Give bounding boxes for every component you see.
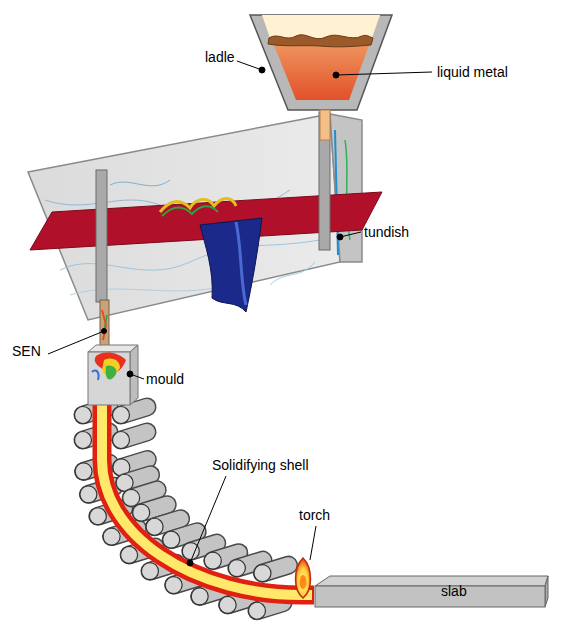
leader-dot [337, 234, 343, 240]
roller-end [228, 560, 245, 577]
part-label: ladle [205, 49, 235, 65]
part-label: torch [299, 507, 330, 523]
surface-wave [162, 206, 218, 216]
roller-end [113, 407, 130, 424]
part-label: mould [146, 371, 184, 387]
roller-end [133, 504, 150, 521]
roller-end [163, 531, 180, 548]
part-label: Solidifying shell [212, 457, 309, 473]
stopper-rod [96, 170, 107, 302]
mould-flow [106, 365, 117, 379]
tundish-end-face [330, 114, 362, 262]
ladle-headspace [262, 15, 380, 38]
sen-tube [100, 300, 109, 352]
sen-flow [102, 310, 106, 340]
guide-roller [254, 565, 289, 582]
sen [100, 300, 109, 352]
flow-contour [110, 180, 170, 186]
flow-contour [70, 285, 230, 295]
torch [296, 558, 311, 598]
roller-end [103, 528, 120, 545]
flow-plume-highlight [236, 222, 246, 305]
roller-end [123, 489, 140, 506]
mould-front [88, 352, 130, 405]
ladle [250, 15, 392, 140]
roller-end [254, 565, 271, 582]
roller-end [191, 588, 208, 605]
ladle-wall [250, 15, 392, 110]
flow-contour [270, 262, 315, 285]
leader-dot [333, 72, 339, 78]
part-label: slab [441, 583, 467, 599]
guide-roller [248, 602, 283, 619]
leader-dot [127, 371, 133, 377]
part-label: SEN [12, 343, 41, 359]
guide-roller [113, 407, 148, 424]
tundish-body [28, 112, 382, 320]
guide-roller [113, 432, 148, 449]
roller-end [113, 432, 130, 449]
roller-end [219, 596, 236, 613]
leader-line [237, 61, 262, 70]
leader-line [336, 72, 432, 75]
slag-layer [268, 35, 373, 47]
flow-plume [200, 218, 262, 312]
roller-end [141, 563, 158, 580]
leader-line [310, 526, 316, 560]
mould-flow [92, 370, 99, 380]
part-label: tundish [364, 224, 409, 240]
roller-end [75, 407, 92, 424]
mould [88, 345, 138, 405]
roller-end [80, 486, 97, 503]
leader-line [190, 476, 226, 563]
roller-end [89, 508, 106, 525]
leader-dot [187, 560, 193, 566]
roller-end [75, 463, 92, 480]
roller-end [248, 602, 265, 619]
roller-end [165, 577, 182, 594]
slab-front [315, 586, 545, 607]
ladle-nozzle [320, 110, 330, 140]
torch-core [300, 575, 307, 589]
slab-top [315, 576, 548, 586]
roller-end [121, 546, 138, 563]
strand [102, 400, 314, 595]
liquid-metal-pool [262, 15, 380, 100]
torch-flame [296, 558, 311, 598]
roller-end [75, 432, 92, 449]
solidifying-shell [102, 400, 314, 595]
part-label: liquid metal [437, 64, 508, 80]
leader-lines [48, 61, 432, 566]
roller-end [204, 552, 221, 569]
slab [315, 576, 548, 607]
liquid-core [102, 400, 312, 595]
leader-dot [102, 329, 107, 334]
leader-line [48, 331, 104, 354]
roller-end [182, 543, 199, 560]
roller-end [146, 518, 163, 535]
leader-dot [259, 67, 265, 73]
